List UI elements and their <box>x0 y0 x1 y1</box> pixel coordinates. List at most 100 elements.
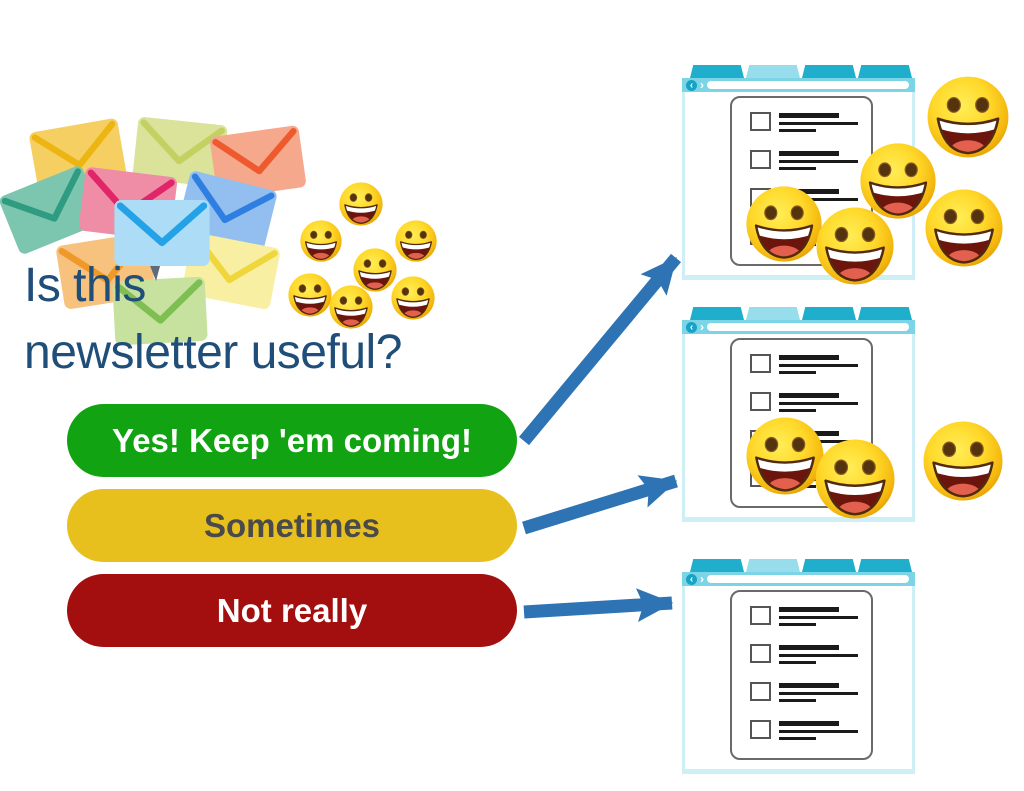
browser-tab[interactable] <box>858 65 912 78</box>
survey-item-text <box>779 150 858 171</box>
survey-item-text <box>779 354 858 375</box>
back-icon[interactable]: ‹ <box>686 321 697 333</box>
text-line-placeholder <box>779 616 858 619</box>
browser-tab[interactable] <box>690 559 744 572</box>
text-line-placeholder <box>779 478 858 481</box>
survey-checkbox[interactable] <box>750 644 771 663</box>
page-title-line1: Is this <box>24 259 146 312</box>
text-line-placeholder <box>779 721 839 726</box>
survey-checkbox[interactable] <box>750 188 771 207</box>
text-line-placeholder <box>779 645 839 650</box>
page-title-line2: newsletter useful? <box>24 326 402 379</box>
browser-tabs <box>682 559 915 572</box>
survey-window-middle: ‹ › <box>682 307 915 522</box>
survey-checkbox[interactable] <box>750 112 771 131</box>
survey-checkbox[interactable] <box>750 392 771 411</box>
browser-tab[interactable] <box>690 307 744 320</box>
survey-item <box>750 392 871 413</box>
survey-item-text <box>779 682 858 703</box>
text-line-placeholder <box>779 402 858 405</box>
survey-item <box>750 354 871 375</box>
browser-tab[interactable] <box>746 307 800 320</box>
text-line-placeholder <box>779 683 839 688</box>
survey-window-top: ‹ › <box>682 65 915 280</box>
forward-icon[interactable]: › <box>700 319 704 334</box>
browser-body <box>682 586 915 774</box>
option-yes-button[interactable]: Yes! Keep 'em coming! <box>67 404 517 477</box>
survey-checkbox[interactable] <box>750 354 771 373</box>
envelope-icon <box>132 116 228 188</box>
arrow-yes <box>518 253 682 446</box>
survey-item-text <box>779 720 858 741</box>
browser-toolbar: ‹ › <box>682 78 915 92</box>
browser-tab[interactable] <box>858 307 912 320</box>
survey-checkbox[interactable] <box>750 430 771 449</box>
text-line-placeholder <box>779 623 816 626</box>
text-line-placeholder <box>779 654 858 657</box>
browser-tab[interactable] <box>746 559 800 572</box>
browser-tab[interactable] <box>858 559 912 572</box>
option-sometimes-button[interactable]: Sometimes <box>67 489 517 562</box>
envelope-icon <box>209 124 307 200</box>
forward-icon[interactable]: › <box>700 571 704 586</box>
browser-toolbar: ‹ › <box>682 572 915 586</box>
envelope-icon <box>176 169 278 253</box>
text-line-placeholder <box>779 699 816 702</box>
survey-item <box>750 720 871 741</box>
address-bar[interactable] <box>707 575 909 583</box>
text-line-placeholder <box>779 364 858 367</box>
browser-body <box>682 92 915 280</box>
browser-tab[interactable] <box>746 65 800 78</box>
envelope-icon <box>28 117 128 195</box>
text-line-placeholder <box>779 113 839 118</box>
browser-tab[interactable] <box>802 65 856 78</box>
survey-card <box>730 590 873 760</box>
address-bar[interactable] <box>707 81 909 89</box>
survey-checkbox[interactable] <box>750 226 771 245</box>
survey-checkbox[interactable] <box>750 468 771 487</box>
smiley-icon <box>339 182 382 227</box>
text-line-placeholder <box>779 243 816 246</box>
forward-icon[interactable]: › <box>700 77 704 92</box>
browser-tab[interactable] <box>802 559 856 572</box>
browser-tab[interactable] <box>690 65 744 78</box>
text-line-placeholder <box>779 151 839 156</box>
survey-item <box>750 226 871 247</box>
survey-checkbox[interactable] <box>750 682 771 701</box>
smiley-icon <box>924 422 1003 504</box>
text-line-placeholder <box>779 122 858 125</box>
text-line-placeholder <box>779 236 858 239</box>
text-line-placeholder <box>779 198 858 201</box>
browser-toolbar: ‹ › <box>682 320 915 334</box>
browser-tabs <box>682 307 915 320</box>
text-line-placeholder <box>779 440 858 443</box>
envelope-icon <box>78 166 178 242</box>
browser-tab[interactable] <box>802 307 856 320</box>
survey-item <box>750 468 871 489</box>
survey-window-bottom: ‹ › <box>682 559 915 774</box>
survey-checkbox[interactable] <box>750 606 771 625</box>
address-bar[interactable] <box>707 323 909 331</box>
browser-body <box>682 334 915 522</box>
survey-checkbox[interactable] <box>750 720 771 739</box>
text-line-placeholder <box>779 737 816 740</box>
text-line-placeholder <box>779 661 816 664</box>
option-not-really-button[interactable]: Not really <box>67 574 517 647</box>
back-icon[interactable]: ‹ <box>686 79 697 91</box>
text-line-placeholder <box>779 393 839 398</box>
arrow-not-really <box>523 588 674 622</box>
text-line-placeholder <box>779 409 816 412</box>
survey-item <box>750 682 871 703</box>
survey-card <box>730 338 873 508</box>
survey-item-text <box>779 226 858 247</box>
text-line-placeholder <box>779 431 839 436</box>
back-icon[interactable]: ‹ <box>686 573 697 585</box>
survey-checkbox[interactable] <box>750 150 771 169</box>
survey-item-text <box>779 112 858 133</box>
text-line-placeholder <box>779 469 839 474</box>
envelope-icon <box>0 164 105 256</box>
smiley-icon <box>928 77 1009 161</box>
survey-card <box>730 96 873 266</box>
text-line-placeholder <box>779 371 816 374</box>
